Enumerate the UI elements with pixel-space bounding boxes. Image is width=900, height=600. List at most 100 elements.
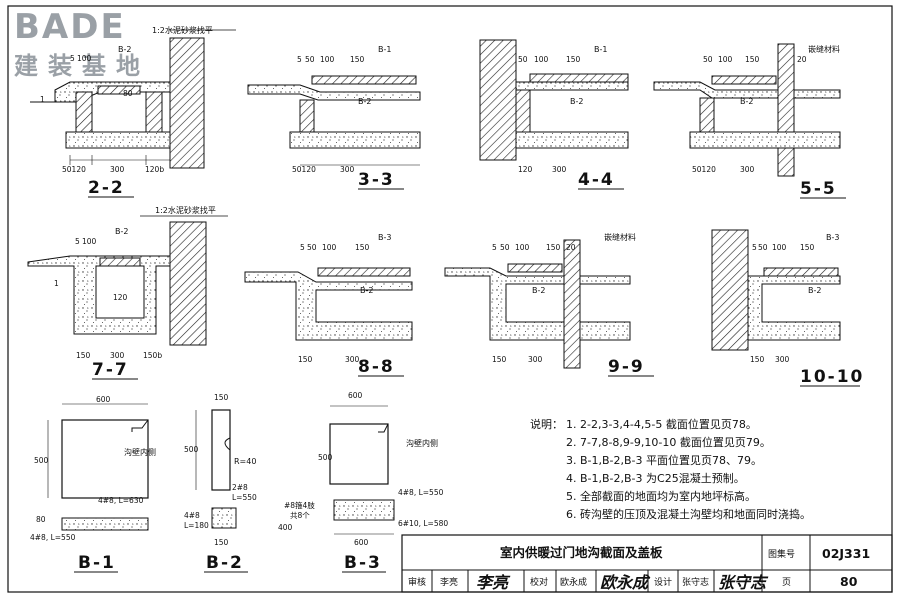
cover-b2-drawing (195, 409, 237, 529)
dim-5-sec99: 5 (492, 243, 497, 252)
dim-100-sec77: 100 (82, 237, 97, 246)
dim-80-b1: 80 (36, 515, 46, 524)
rebar-b3-b: #8箍4肢 (284, 500, 315, 510)
dim-50-sec33: 50 (305, 55, 315, 64)
section-title-2-2: 2-2 (88, 178, 125, 198)
section-title-8-8: 8-8 (358, 357, 395, 377)
watermark-brand: BADE (14, 7, 126, 47)
section-9-9-drawing (444, 239, 631, 369)
dim-150-sec99: 150 (546, 243, 561, 252)
rebar-b2-a: 2#8 (232, 483, 248, 492)
dim-150-sec1010: 150 (800, 243, 815, 252)
dim-300-sec55: 300 (740, 165, 755, 174)
designer-name: 张守志 (682, 576, 709, 588)
dim-120b-sec22: 120b (145, 165, 164, 174)
cover-ref-b3-sec88: B-3 (378, 233, 391, 242)
dim-20-sec99: 20 (566, 243, 576, 252)
cover-title-b1: B-1 (78, 553, 116, 573)
dim-5-sec77: 5 (75, 237, 80, 246)
cover-ref-b3-sec1010: B-3 (826, 233, 839, 242)
dim-150b-sec77: 150b (143, 351, 162, 360)
cover-b3-drawing (329, 405, 395, 535)
section-title-4-4: 4-4 (578, 170, 615, 190)
dim-120-sec77: 120 (113, 293, 128, 302)
section-title-9-9: 9-9 (608, 357, 645, 377)
note-5: 5. 全部截面的地面均为室内地坪标高。 (566, 489, 756, 503)
rebar-b1-b: 4#8, L=550 (30, 533, 76, 542)
dim-150-b2-bot: 150 (214, 538, 229, 547)
dim-500-b1: 500 (34, 456, 49, 465)
section-title-3-3: 3-3 (358, 170, 395, 190)
notes-block: 说明： 1. 2-2,3-3,4-4,5-5 截面位置见页78。 2. 7-7,… (530, 417, 811, 521)
watermark-logo: BADE 建装基地 (14, 7, 140, 80)
note-2: 2. 7-7,8-8,9-9,10-10 截面位置见页79。 (566, 435, 771, 449)
section-7-7-drawing (27, 215, 228, 346)
checker-signature: 欧永成 (600, 573, 651, 592)
cover-ref-b2-sec44: B-2 (570, 97, 583, 106)
section-title-7-7: 7-7 (92, 360, 129, 380)
rebar-b3-d: 6#10, L=580 (398, 519, 448, 528)
dim-50-sec1010: 50 (758, 243, 768, 252)
cover-ref-b2-sec99: B-2 (532, 286, 545, 295)
cover-b1-drawing (47, 403, 149, 531)
radius-label-b2: R=40 (234, 457, 256, 466)
rebar-b1-a: 4#8, L=630 (98, 496, 144, 505)
dim-300-sec99: 300 (528, 355, 543, 364)
dim-600-b3-bot: 600 (354, 538, 369, 547)
dim-500-b3: 500 (318, 453, 333, 462)
design-label: 设计 (654, 576, 672, 588)
rebar-b2-d: L=180 (184, 521, 209, 530)
dim-150-bot-sec88: 150 (298, 355, 313, 364)
dim-100-sec55: 100 (718, 55, 733, 64)
rebar-b2-c: 4#8 (184, 511, 200, 520)
title-block (401, 534, 893, 593)
dim-150-sec55: 150 (745, 55, 760, 64)
slope-label-sec77: 1 (54, 279, 59, 288)
dim-50120-sec33: 50120 (292, 165, 316, 174)
rebar-b3-a: 4#8, L=550 (398, 488, 444, 497)
dim-300-sec77: 300 (110, 351, 125, 360)
cover-ref-b2-sec33: B-2 (358, 97, 371, 106)
notes-heading: 说明： (530, 417, 563, 431)
dim-300-sec22: 300 (110, 165, 125, 174)
dim-150-sec88: 150 (355, 243, 370, 252)
cover-title-b2: B-2 (206, 553, 244, 573)
dim-400-b3: 400 (278, 523, 293, 532)
dim-500-b2: 500 (184, 445, 199, 454)
slope-label-sec22: 1 (40, 95, 45, 104)
note-1: 1. 2-2,3-3,4-4,5-5 截面位置见页78。 (566, 417, 757, 431)
checker-name: 欧永成 (560, 576, 587, 588)
dim-5-sec33: 5 (297, 55, 302, 64)
cover-ref-b2-sec55: B-2 (740, 97, 753, 106)
check-label: 校对 (530, 576, 548, 588)
dim-5-sec88: 5 (300, 243, 305, 252)
section-4-4-drawing (479, 39, 629, 161)
cover-ref-b2-sec22: B-2 (118, 45, 131, 54)
section-8-8-drawing (244, 267, 413, 341)
reviewer-signature: 李亮 (476, 573, 511, 592)
cover-ref-b2-sec1010: B-2 (808, 286, 821, 295)
dim-100-sec44: 100 (534, 55, 549, 64)
section-title-5-5: 5-5 (800, 179, 837, 199)
dim-50120-sec55: 50120 (692, 165, 716, 174)
dim-50120-sec22: 50120 (62, 165, 86, 174)
review-label: 审核 (408, 576, 426, 588)
inner-side-label-b1: 沟壁内侧 (124, 447, 156, 457)
joint-material-sec99: 嵌缝材料 (604, 232, 636, 242)
section-10-10-drawing (711, 229, 841, 351)
atlas-number: 02J331 (822, 546, 870, 561)
dim-50-sec44: 50 (518, 55, 528, 64)
dim-300-sec33: 300 (340, 165, 355, 174)
dim-50-sec99: 50 (500, 243, 510, 252)
note-4: 4. B-1,B-2,B-3 为C25混凝土预制。 (566, 471, 745, 485)
designer-signature: 张守志 (718, 573, 769, 592)
dim-600-b3: 600 (348, 391, 363, 400)
note-6: 6. 砖沟壁的压顶及混凝土沟壁均和地面同时浇捣。 (566, 507, 811, 521)
reviewer-name: 李亮 (440, 576, 458, 588)
dim-150-sec33: 150 (350, 55, 365, 64)
dim-150-sec44: 150 (566, 55, 581, 64)
dim-20-sec55: 20 (797, 55, 807, 64)
dim-150-sec77: 150 (76, 351, 91, 360)
joint-material-sec55: 嵌缝材料 (808, 44, 840, 54)
